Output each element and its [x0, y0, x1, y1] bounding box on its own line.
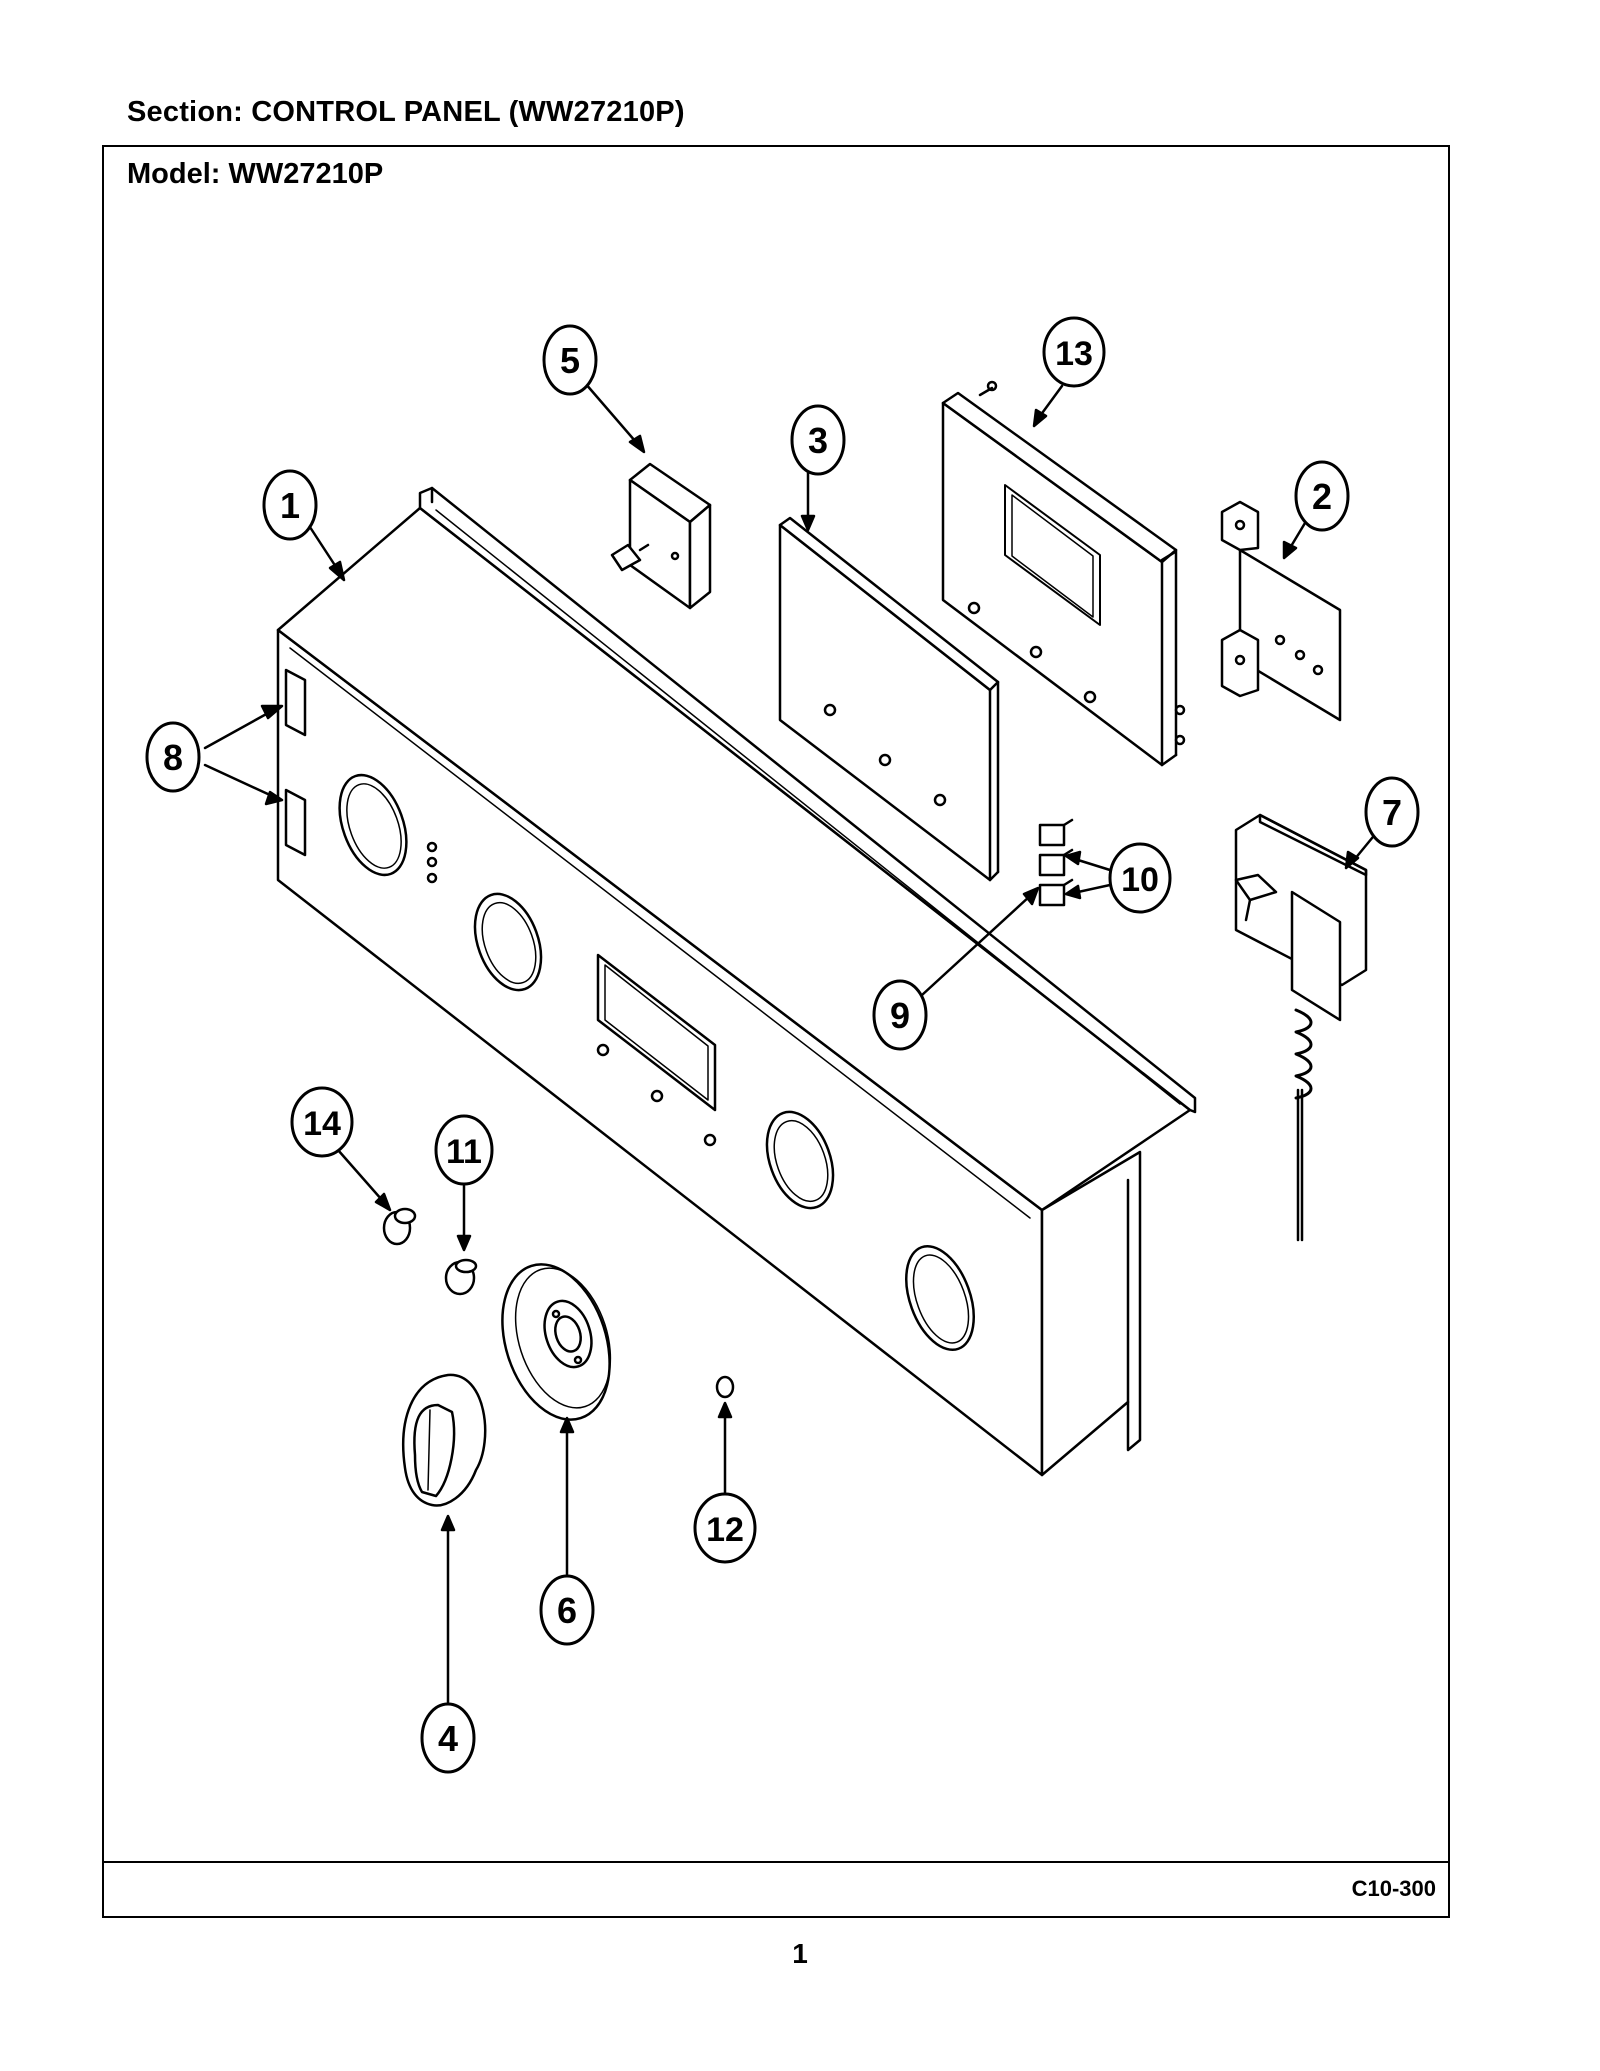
svg-text:12: 12 [706, 1511, 744, 1549]
push-button-14 [382, 1207, 417, 1246]
svg-text:13: 13 [1055, 335, 1093, 373]
callout-7: 7 [1364, 776, 1420, 848]
dial-skirt [501, 1263, 612, 1421]
drawing-id: C10-300 [1351, 1876, 1436, 1901]
callout-bubbles: 1 2 3 4 5 6 7 8 9 10 11 12 13 14 [145, 316, 1420, 1774]
leader-lines [203, 381, 1379, 1710]
model-title: Model: WW27210P [127, 158, 384, 190]
svg-text:1: 1 [280, 485, 300, 526]
terminal-connectors [1038, 818, 1074, 907]
circuit-board [778, 516, 1000, 882]
selector-switch [610, 462, 712, 610]
svg-text:6: 6 [557, 1590, 577, 1631]
callout-12: 12 [693, 1492, 757, 1564]
callout-8: 8 [145, 721, 201, 793]
diagram-frame [102, 145, 1450, 1918]
callout-11: 11 [434, 1114, 494, 1186]
svg-text:11: 11 [446, 1133, 482, 1171]
control-panel-body [276, 486, 1197, 1477]
callout-4: 4 [420, 1702, 476, 1774]
svg-text:5: 5 [560, 340, 580, 381]
callout-6: 6 [539, 1574, 595, 1646]
page-number: 1 [792, 1938, 808, 1969]
callout-14: 14 [290, 1086, 354, 1158]
callout-9: 9 [872, 979, 928, 1051]
svg-text:8: 8 [163, 737, 183, 778]
callout-13: 13 [1042, 316, 1106, 388]
svg-text:9: 9 [890, 995, 910, 1036]
pressure-switch [1234, 813, 1368, 1242]
callout-2: 2 [1294, 460, 1350, 532]
callout-5: 5 [542, 324, 598, 396]
plug-button-12 [715, 1375, 735, 1399]
svg-text:14: 14 [303, 1105, 341, 1143]
footer-divider [102, 1861, 1450, 1863]
svg-text:10: 10 [1121, 861, 1159, 899]
section-title: Section: CONTROL PANEL (WW27210P) [127, 96, 685, 128]
callout-3: 3 [790, 404, 846, 476]
svg-text:7: 7 [1382, 792, 1402, 833]
svg-text:3: 3 [808, 420, 828, 461]
callout-10: 10 [1108, 842, 1172, 914]
push-button-11 [444, 1258, 478, 1296]
exploded-parts-diagram: 1 2 3 4 5 6 7 8 9 10 11 12 13 14 [145, 316, 1420, 1774]
display-housing [941, 380, 1186, 767]
mounting-bracket [1220, 500, 1342, 722]
svg-text:4: 4 [438, 1718, 458, 1759]
callout-1: 1 [262, 469, 318, 541]
svg-text:2: 2 [1312, 476, 1332, 517]
control-knob [402, 1373, 487, 1507]
